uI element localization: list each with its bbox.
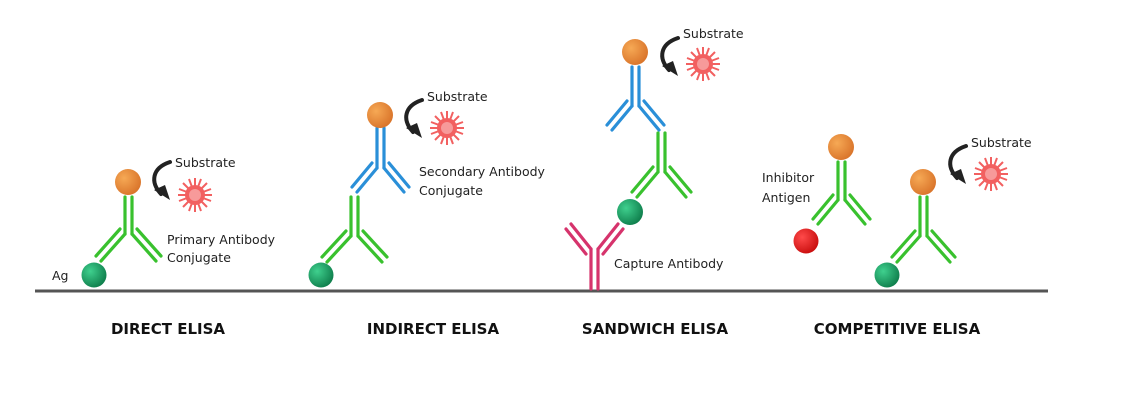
panel-title: SANDWICH ELISA: [582, 320, 729, 338]
enzyme-ball: [115, 169, 141, 195]
capture-antibody-icon: [564, 222, 625, 291]
panel-title: COMPETITIVE ELISA: [814, 320, 981, 338]
primary-antibody-icon: [630, 131, 693, 199]
sandwich-elisa-panel: Substrate Capture Antibody SANDWICH ELIS…: [564, 26, 744, 338]
indirect-elisa-panel: Substrate Secondary Antibody Conjugate I…: [308, 89, 546, 338]
panel-title: DIRECT ELISA: [111, 320, 225, 338]
inhibitor-label-line2: Antigen: [762, 190, 810, 205]
bound-antibody-icon: [890, 195, 957, 264]
enzyme-ball: [828, 134, 854, 160]
panel-title: INDIRECT ELISA: [367, 320, 500, 338]
inhibitor-antigen-ball: [793, 228, 819, 254]
secondary-antibody-icon: [350, 126, 411, 194]
antibody-label-line2: Conjugate: [167, 250, 231, 265]
capture-antibody-label: Capture Antibody: [614, 256, 724, 271]
direct-elisa-panel: Ag Substrate Primary Antibody Conjugate …: [52, 155, 276, 338]
free-antibody-icon: [811, 160, 872, 226]
competitive-elisa-panel: Inhibitor Antigen: [762, 134, 1032, 338]
antigen-ball: [874, 262, 900, 288]
antigen-ball: [308, 262, 334, 288]
substrate-star-icon: [686, 47, 720, 81]
enzyme-ball: [622, 39, 648, 65]
primary-antibody-icon: [94, 195, 163, 263]
primary-antibody-icon: [320, 195, 389, 264]
enzyme-ball: [367, 102, 393, 128]
substrate-star-icon: [974, 157, 1008, 191]
curved-arrow-icon: [404, 98, 424, 138]
antibody-label-line1: Primary Antibody: [167, 232, 276, 247]
substrate-star-icon: [178, 178, 212, 212]
secondary-antibody-icon: [605, 65, 666, 132]
substrate-label: Substrate: [427, 89, 488, 104]
substrate-label: Substrate: [971, 135, 1032, 150]
substrate-label: Substrate: [683, 26, 744, 41]
curved-arrow-icon: [152, 160, 172, 200]
enzyme-ball: [910, 169, 936, 195]
substrate-label: Substrate: [175, 155, 236, 170]
antigen-ball: [81, 262, 107, 288]
antibody-label-line2: Conjugate: [419, 183, 483, 198]
substrate-star-icon: [430, 111, 464, 145]
antibody-label-line1: Secondary Antibody: [419, 164, 546, 179]
inhibitor-label-line1: Inhibitor: [762, 170, 815, 185]
antigen-ball: [617, 199, 643, 225]
ag-label: Ag: [52, 268, 69, 283]
curved-arrow-icon: [660, 36, 680, 76]
curved-arrow-icon: [948, 144, 968, 184]
